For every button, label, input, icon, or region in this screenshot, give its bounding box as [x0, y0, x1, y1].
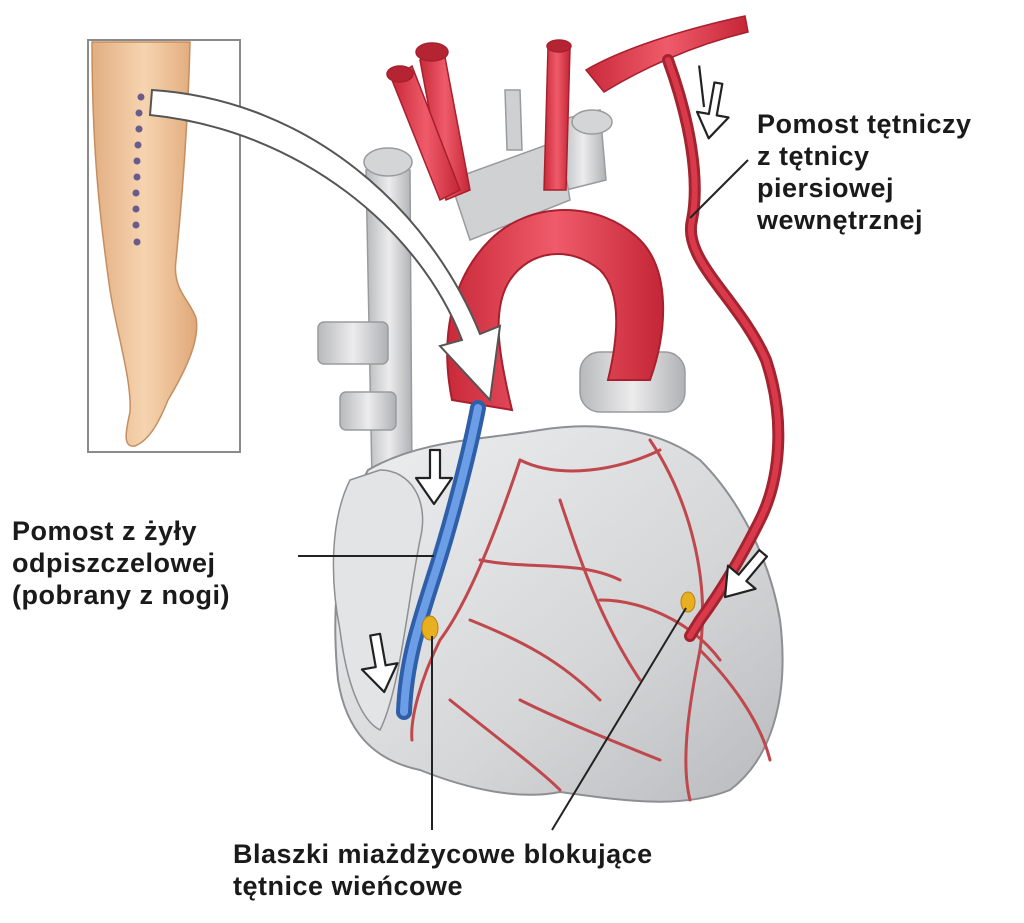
- label-line: wewnętrznej: [757, 204, 972, 236]
- label-line: piersiowej: [757, 172, 972, 204]
- label-line: Pomost tętniczy: [757, 108, 972, 140]
- label-line: Blaszki miażdżycowe blokujące: [233, 838, 653, 870]
- plaque-left: [422, 616, 438, 640]
- label-arterial-graft: Pomost tętniczy z tętnicy piersiowej wew…: [757, 108, 972, 236]
- label-line: Pomost z żyły: [12, 515, 230, 547]
- label-line: tętnice wieńcowe: [233, 870, 653, 902]
- label-line: odpiszczelowej: [12, 547, 230, 579]
- pulmonary-vein-lower: [340, 392, 396, 430]
- label-line: z tętnicy: [757, 140, 972, 172]
- plaque-right: [681, 592, 695, 612]
- pulmonary-vein-upper: [318, 322, 388, 364]
- flow-arrow-top: [687, 66, 737, 142]
- label-line: (pobrany z nogi): [12, 579, 230, 611]
- label-vein-graft: Pomost z żyły odpiszczelowej (pobrany z …: [12, 515, 230, 611]
- label-plaques: Blaszki miażdżycowe blokujące tętnice wi…: [233, 838, 653, 902]
